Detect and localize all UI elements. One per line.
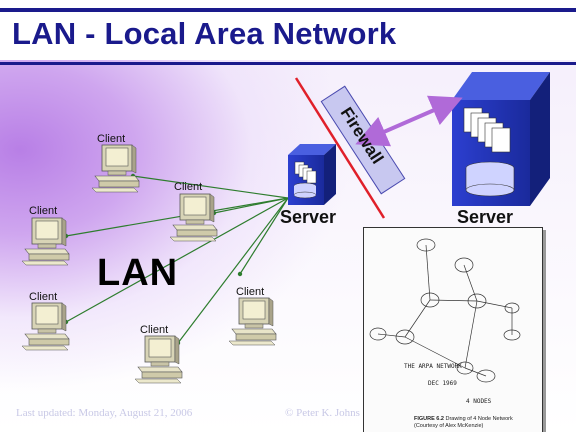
footer-copyright: © Peter K. Johns [285,407,360,419]
sketch-date: DEC 1969 [428,380,457,387]
network-links [65,175,289,344]
client-computer-4 [22,301,72,351]
title-rule [0,62,576,65]
computer-icon [170,193,218,242]
link-client-5 [177,197,289,344]
client-label-2: Client [174,181,203,193]
computer-icon [135,335,183,384]
computer-icon [92,144,140,193]
sketch-caption-fig: FIGURE 6.2 [414,416,444,422]
client-label-3: Client [29,205,58,217]
computer-icon [22,302,70,351]
client-label-5: Client [140,324,169,336]
client-computer-1 [92,143,142,193]
arpa-network-sketch: THE ARPA NETWORK DEC 1969 4 NODES FIGURE… [363,227,543,432]
large-server-label: Server [457,207,514,227]
sketch-caption-credit: (Courtesy of Alex McKenzie) [414,423,484,429]
small-server-icon [288,144,336,205]
client-computer-2 [170,192,220,242]
client-computer-3 [22,216,72,266]
sketch-caption: FIGURE 6.2 Drawing of 4 Node Network (Co… [414,416,513,430]
connection-arrow [355,95,463,147]
sketch-drawing [369,238,521,383]
link-client-6 [239,197,289,275]
footer-last-updated: Last updated: Monday, August 21, 2006 [16,407,193,419]
client-computer-6 [229,296,279,346]
client-label-6: Client [236,286,265,298]
link-client-3 [65,197,289,237]
computer-icon [22,217,70,266]
client-label-4: Client [29,291,58,303]
lan-label: LAN [97,252,179,294]
slide-title: LAN - Local Area Network [12,16,397,51]
top-bar [0,0,576,8]
sketch-title: THE ARPA NETWORK [404,363,462,370]
title-band [0,12,576,60]
client-computer-5 [135,334,185,384]
large-server-icon [452,72,550,206]
sketch-caption-text: Drawing of 4 Node Network [445,416,513,422]
firewall-line [294,77,386,219]
client-label-1: Client [97,133,126,145]
link-client-4 [65,197,289,323]
top-rule [0,8,576,12]
sketch-nodes: 4 NODES [466,398,492,405]
computer-icon [229,297,277,346]
link-client-1 [132,175,289,199]
small-server-label: Server [280,207,337,227]
